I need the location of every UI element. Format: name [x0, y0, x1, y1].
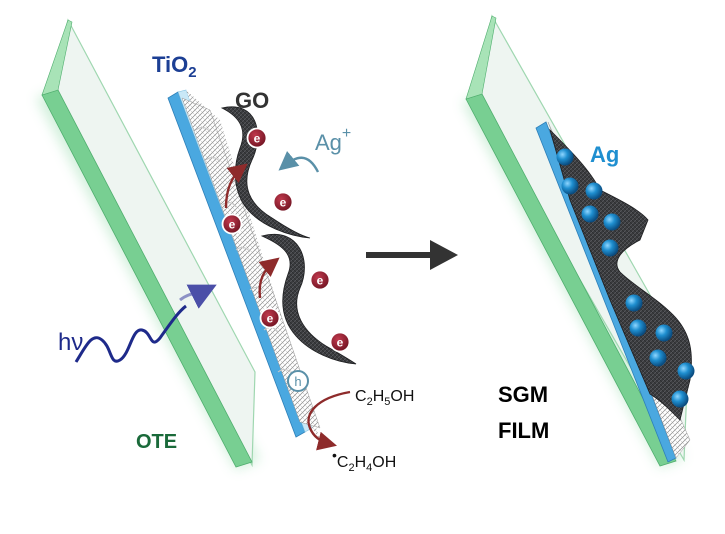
ag-nanoparticles	[556, 148, 695, 408]
tio2-layer-left	[167, 89, 321, 440]
wave-icon	[74, 304, 187, 363]
svg-text:e: e	[267, 312, 274, 326]
svg-text:h: h	[294, 374, 301, 389]
ag-ion-arrow	[278, 150, 320, 173]
ag-particle	[671, 390, 689, 408]
ag-particle	[655, 324, 673, 342]
electron-2: e	[272, 191, 294, 213]
electron-1: e	[246, 127, 268, 149]
hole: h	[287, 370, 309, 392]
electron-5: e	[259, 307, 281, 329]
ag-particle	[649, 349, 667, 367]
ote-glass-plate-left	[36, 18, 260, 470]
ag-ion-label: Ag+	[315, 125, 351, 155]
ag-particle	[581, 205, 599, 223]
ag-particle	[603, 213, 621, 231]
go-label: GO	[235, 88, 269, 113]
arrow-right-icon	[366, 240, 458, 270]
svg-text:e: e	[229, 218, 236, 232]
ag-particle	[629, 319, 647, 337]
ag-particle	[561, 177, 579, 195]
sgm-label: SGM	[498, 382, 548, 407]
svg-text:e: e	[337, 336, 344, 350]
svg-text:e: e	[317, 274, 324, 288]
ag-label: Ag	[590, 142, 619, 167]
ethanol-oxidation-arrow	[307, 390, 351, 451]
light-wave	[74, 284, 217, 363]
ag-particle	[601, 239, 619, 257]
ethanol-label: C2H5OH	[355, 388, 414, 408]
ag-particle	[585, 182, 603, 200]
electron-3: e	[221, 213, 243, 235]
electron-transfer-arrows	[224, 163, 280, 299]
go-sheet-lower	[260, 233, 357, 365]
ag-particle	[556, 148, 574, 166]
electron-6: e	[329, 331, 351, 353]
radical-label: •C2H4OH	[332, 447, 396, 474]
electron-4: e	[309, 269, 331, 291]
ag-particle	[625, 294, 643, 312]
tio2-label: TiO2	[152, 52, 197, 81]
ote-label: OTE	[136, 431, 177, 453]
ag-particle	[677, 362, 695, 380]
film-label: FILM	[498, 418, 549, 443]
svg-text:e: e	[280, 196, 287, 210]
hv-label: hν	[58, 329, 83, 356]
go-sheet-upper	[220, 106, 311, 239]
svg-text:e: e	[254, 132, 261, 146]
